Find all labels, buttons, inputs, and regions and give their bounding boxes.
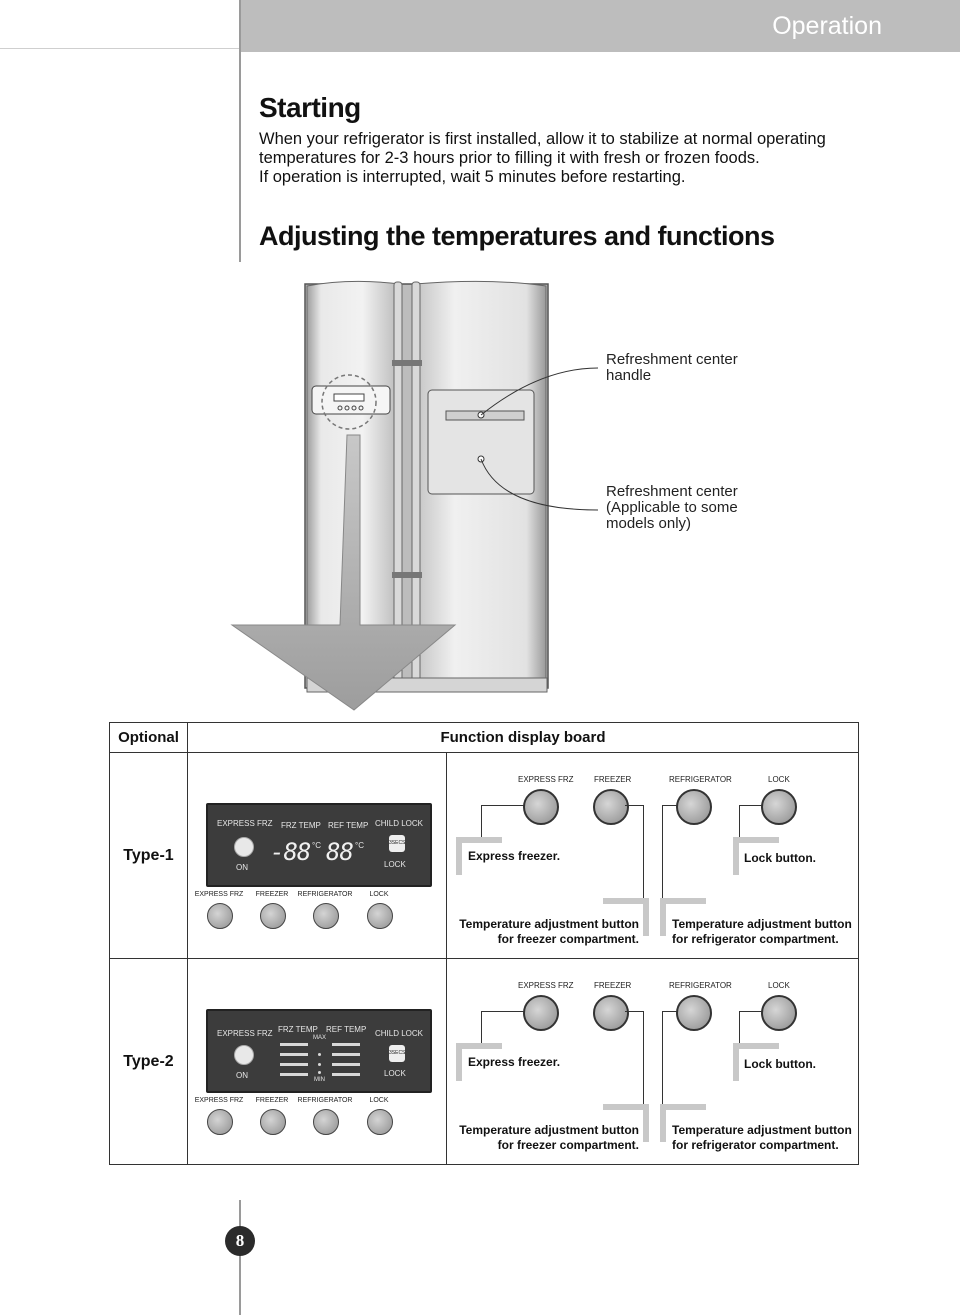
panel-child-lock-label: CHILD LOCK — [375, 1029, 424, 1038]
diagram-button-label: EXPRESS FRZ — [518, 981, 574, 990]
diagram-button-label: REFRIGERATOR — [669, 981, 732, 990]
secs-label: 3SECS — [389, 840, 406, 846]
freezer-handle — [393, 281, 403, 683]
type-label: Type-2 — [109, 958, 188, 1165]
panel-express-label: EXPRESS FRZ — [217, 1029, 273, 1038]
function-board-table: Optional Function display board Type-1 E… — [109, 722, 859, 1165]
header-divider — [0, 48, 240, 49]
intro-line: If operation is interrupted, wait 5 minu… — [259, 168, 686, 186]
refrigerator-button[interactable] — [313, 1109, 339, 1135]
header-optional: Optional — [109, 722, 188, 753]
refrigerator-handle — [411, 281, 421, 683]
margin-rule — [239, 0, 241, 262]
type-label: Type-1 — [109, 752, 188, 959]
refrigerator-temp-display: 88 — [326, 838, 354, 866]
section-title: Operation — [772, 12, 882, 40]
lock-button[interactable] — [367, 903, 393, 929]
refrigerator-button[interactable] — [676, 789, 712, 825]
button-diagram: EXPRESS FRZ FREEZER REFRIGERATOR LOCK Ex… — [446, 752, 859, 959]
lock-button[interactable] — [761, 995, 797, 1031]
lock-button-text: Lock button. — [744, 851, 816, 865]
starting-text: When your refrigerator is first installe… — [259, 130, 899, 187]
refrigerator-adjust-text: Temperature adjustment button for refrig… — [672, 1123, 852, 1152]
fan-icon — [234, 837, 254, 857]
panel-on-label: ON — [236, 863, 248, 872]
margin-rule-bottom — [239, 1200, 241, 1315]
lock-icon: 3SECS — [389, 835, 405, 852]
panel-frz-label: FRZ TEMP — [281, 821, 321, 830]
fan-icon — [234, 1045, 254, 1065]
refreshment-center — [427, 389, 535, 495]
express-frz-button[interactable] — [523, 789, 559, 825]
lock-button[interactable] — [761, 789, 797, 825]
panel-button-label: REFRIGERATOR — [297, 891, 353, 898]
display-board: EXPRESS FRZ FRZ TEMP REF TEMP CHILD LOCK… — [206, 1009, 432, 1093]
refrigerator-illustration — [230, 280, 599, 711]
lock-button[interactable] — [367, 1109, 393, 1135]
page-number: 8 — [225, 1226, 255, 1256]
panel-ref-label: REF TEMP — [326, 1025, 367, 1034]
panel-express-label: EXPRESS FRZ — [217, 819, 273, 828]
panel-button-label: FREEZER — [255, 1097, 289, 1104]
callout-handle: Refreshment center handle — [606, 351, 738, 384]
display-board: EXPRESS FRZ FRZ TEMP REF TEMP CHILD LOCK… — [206, 803, 432, 887]
type-2-row: Type-2 EXPRESS FRZ FRZ TEMP REF TEMP CHI… — [109, 958, 859, 1165]
refrigerator-button[interactable] — [313, 903, 339, 929]
adjusting-heading: Adjusting the temperatures and functions — [259, 221, 775, 251]
starting-heading: Starting — [259, 92, 361, 123]
panel-button-label: EXPRESS FRZ — [194, 1097, 244, 1104]
panel-cell: EXPRESS FRZ FRZ TEMP REF TEMP CHILD LOCK… — [187, 752, 447, 959]
panel-button-label: LOCK — [369, 891, 389, 898]
type-1-row: Type-1 EXPRESS FRZ FRZ TEMP REF TEMP CHI… — [109, 752, 859, 959]
panel-frz-label: FRZ TEMP — [278, 1025, 318, 1034]
freezer-button[interactable] — [593, 789, 629, 825]
panel-button-label: FREEZER — [255, 891, 289, 898]
lock-icon: 3SECS — [389, 1045, 405, 1062]
degree-label: °C — [355, 841, 364, 850]
header-bar: Operation — [240, 0, 960, 52]
express-frz-button[interactable] — [207, 1109, 233, 1135]
diagram-button-label: LOCK — [768, 981, 790, 990]
express-freezer-text: Express freezer. — [468, 1055, 561, 1069]
freezer-adjust-text: Temperature adjustment button for freeze… — [459, 917, 639, 946]
callout-refreshment-center: Refreshment center (Applicable to some m… — [606, 483, 738, 532]
secs-label: 3SECS — [389, 1050, 406, 1056]
refreshment-center-handle — [445, 410, 525, 421]
diagram-button-label: LOCK — [768, 775, 790, 784]
freezer-button[interactable] — [593, 995, 629, 1031]
diagram-button-label: EXPRESS FRZ — [518, 775, 574, 784]
express-freezer-text: Express freezer. — [468, 849, 561, 863]
freezer-temp-display: -88 — [270, 838, 311, 866]
panel-cell: EXPRESS FRZ FRZ TEMP REF TEMP CHILD LOCK… — [187, 958, 447, 1165]
lock-button-text: Lock button. — [744, 1057, 816, 1071]
express-frz-button[interactable] — [207, 903, 233, 929]
panel-button-label: EXPRESS FRZ — [194, 891, 244, 898]
panel-on-label: ON — [236, 1071, 248, 1080]
diagram-button-label: REFRIGERATOR — [669, 775, 732, 784]
button-diagram: EXPRESS FRZ FREEZER REFRIGERATOR LOCK Ex… — [446, 958, 859, 1165]
panel-lock-label: LOCK — [384, 1069, 406, 1078]
refrigerator-button[interactable] — [676, 995, 712, 1031]
panel-lock-label: LOCK — [384, 860, 406, 869]
diagram-button-label: FREEZER — [594, 981, 632, 990]
header-function-board: Function display board — [187, 722, 859, 753]
panel-button-label: REFRIGERATOR — [297, 1097, 353, 1104]
intro-line: When your refrigerator is first installe… — [259, 130, 826, 148]
intro-line: temperatures for 2-3 hours prior to fill… — [259, 149, 760, 167]
panel-button-label: LOCK — [369, 1097, 389, 1104]
freezer-button[interactable] — [260, 1109, 286, 1135]
max-label: MAX — [313, 1035, 327, 1041]
panel-ref-label: REF TEMP — [328, 821, 369, 830]
freezer-button[interactable] — [260, 903, 286, 929]
degree-label: °C — [312, 841, 321, 850]
min-label: MIN — [314, 1077, 325, 1083]
pointer-arrow — [230, 434, 457, 711]
diagram-button-label: FREEZER — [594, 775, 632, 784]
freezer-adjust-text: Temperature adjustment button for freeze… — [459, 1123, 639, 1152]
express-frz-button[interactable] — [523, 995, 559, 1031]
panel-child-lock-label: CHILD LOCK — [375, 819, 424, 828]
refrigerator-adjust-text: Temperature adjustment button for refrig… — [672, 917, 852, 946]
